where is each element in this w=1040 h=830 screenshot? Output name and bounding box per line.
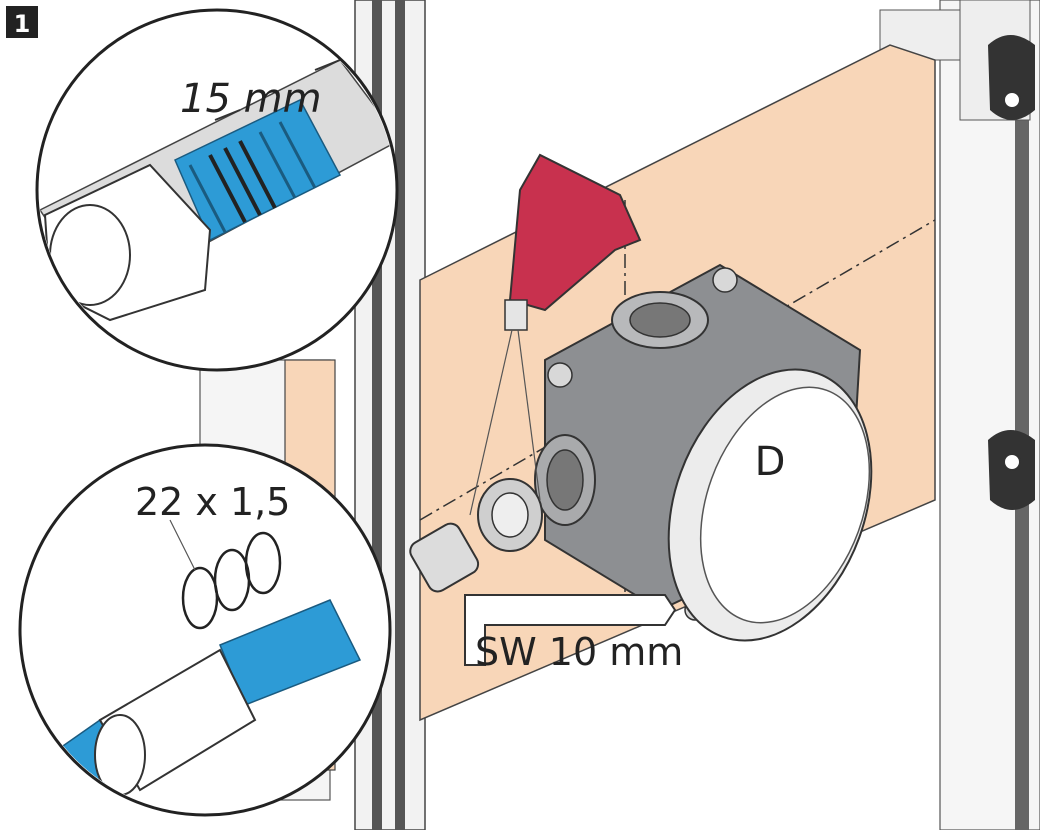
detail-circle-bottom [18,443,392,817]
o-ring-size-label: 22 x 1,5 [135,480,290,524]
step-number: 1 [14,10,31,38]
wall-clip-top [988,35,1035,120]
wall-clip-bottom [988,430,1035,510]
step-badge: 1 [6,6,38,38]
blue-hose-top [174,99,342,242]
o-rings [181,531,282,630]
svg-text:D: D [755,439,786,485]
insertion-depth-label: 15 mm [180,76,322,122]
stop-cartridge [409,478,543,593]
allen-key [464,594,677,666]
wrench-size-label: SW 10 mm [475,630,683,674]
plaster-guard: D [667,368,873,642]
detail-circle-top [35,8,399,372]
sealant-tube [469,153,642,516]
